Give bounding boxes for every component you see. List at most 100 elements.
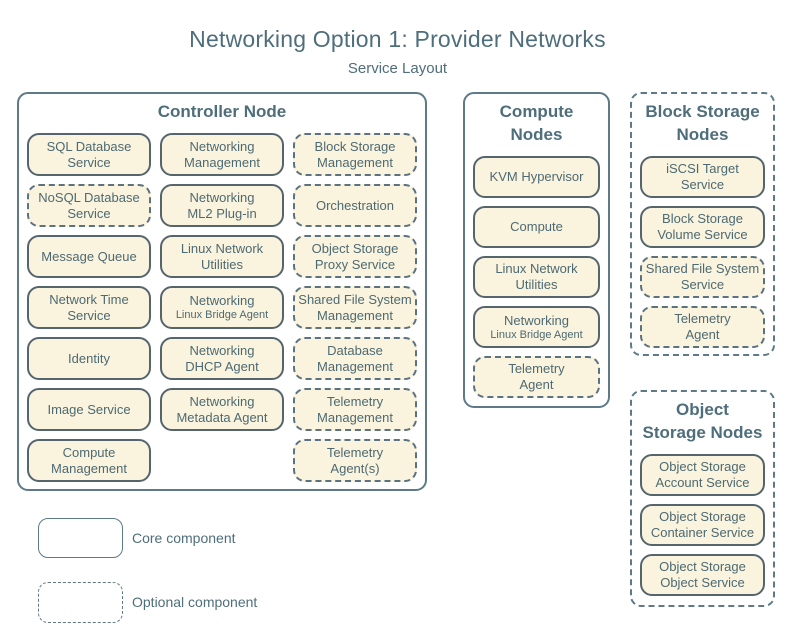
diagram-subtitle: Service Layout (347, 60, 448, 77)
service-box-image-service: Image Service (27, 388, 151, 431)
service-box-label-line: Object Storage (659, 509, 746, 524)
service-box-label-line: Message Queue (41, 248, 137, 264)
group-header-line: Controller Node (157, 102, 287, 121)
service-box-label-line: Networking (189, 189, 255, 205)
service-box-label-line: Metadata Agent (176, 409, 268, 425)
service-box-label-line: iSCSI Target (666, 161, 739, 176)
service-box-label-line: Agent(s) (330, 460, 380, 476)
legend-core-swatch (38, 518, 123, 558)
service-box-label-line: Block Storage (314, 138, 396, 154)
service-box-label-line: Linux Network (180, 240, 264, 256)
service-box-label-line: Service (680, 177, 725, 192)
service-box-label-line: Volume Service (657, 227, 748, 242)
service-box-label-line: Utilities (201, 256, 243, 272)
service-box-label-line: Image Service (47, 401, 131, 417)
service-box-label-line: Linux Network (495, 261, 578, 276)
service-box-label-line: DHCP Agent (185, 358, 259, 374)
service-box-label-line: Proxy Service (314, 256, 396, 272)
service-box-label-line: Service (67, 205, 111, 221)
service-box-label-line: Telemetry (508, 361, 565, 376)
legend-core-label: Core component (132, 530, 236, 546)
service-box-label-line: Agent (685, 327, 720, 342)
service-box-label-line: Networking (503, 312, 570, 328)
service-box-label-line: Compute (510, 219, 563, 234)
service-box-label-line: Service (67, 154, 111, 170)
service-box-kvm-hypervisor: KVM Hypervisor (473, 156, 600, 198)
service-box-label-line: Container Service (650, 525, 755, 540)
service-box-label-line: Networking (189, 138, 255, 154)
service-box-identity: Identity (27, 337, 151, 380)
service-box-label-line: Shared File System (298, 291, 412, 307)
service-box-orchestration: Orchestration (293, 184, 417, 227)
service-box-label-line: Management (184, 154, 260, 170)
service-box-label-line: Linux Bridge Agent (175, 309, 269, 321)
group-header-controller-node: Controller Node (19, 100, 425, 123)
service-box-label-line: Compute (62, 444, 116, 460)
service-box-label-line: Object Storage (311, 240, 399, 256)
service-box-label-line: Networking (189, 342, 255, 358)
service-box-label-line: SQL Database (46, 138, 132, 154)
service-box-label-line: Object Service (660, 575, 745, 590)
service-box-compute: Compute (473, 206, 600, 248)
service-box-label-line: Utilities (515, 277, 558, 292)
service-box-label-line: ML2 Plug-in (187, 205, 257, 221)
service-box-label-line: Management (317, 358, 393, 374)
service-box-label-line: Linux Bridge Agent (490, 328, 583, 341)
service-box-label-line: Network Time (49, 291, 129, 307)
service-box-label-line: Service (680, 277, 725, 292)
service-box-label-line: Agent (519, 377, 554, 392)
service-box-label-line: Telemetry (326, 393, 384, 409)
legend-optional-label: Optional component (132, 594, 258, 610)
service-box-label-line: KVM Hypervisor (489, 169, 584, 184)
service-box-label-line: Identity (68, 350, 110, 366)
service-box-message-queue: Message Queue (27, 235, 151, 278)
service-box-label-line: Networking (189, 393, 255, 409)
service-box-label-line: Telemetry (674, 311, 731, 326)
service-box-label-line: Networking (189, 293, 255, 308)
service-box-label-line: Telemetry (326, 444, 384, 460)
service-box-label-line: Object Storage (659, 559, 746, 574)
legend-optional-swatch (38, 582, 123, 623)
group-header-line: Nodes (510, 125, 563, 144)
service-box-label-line: Management (317, 154, 393, 170)
service-box-label-line: Management (51, 460, 127, 476)
service-box-label-line: NoSQL Database (38, 189, 140, 205)
group-header-line: Compute (499, 102, 574, 121)
service-box-label-line: Service (67, 307, 111, 323)
